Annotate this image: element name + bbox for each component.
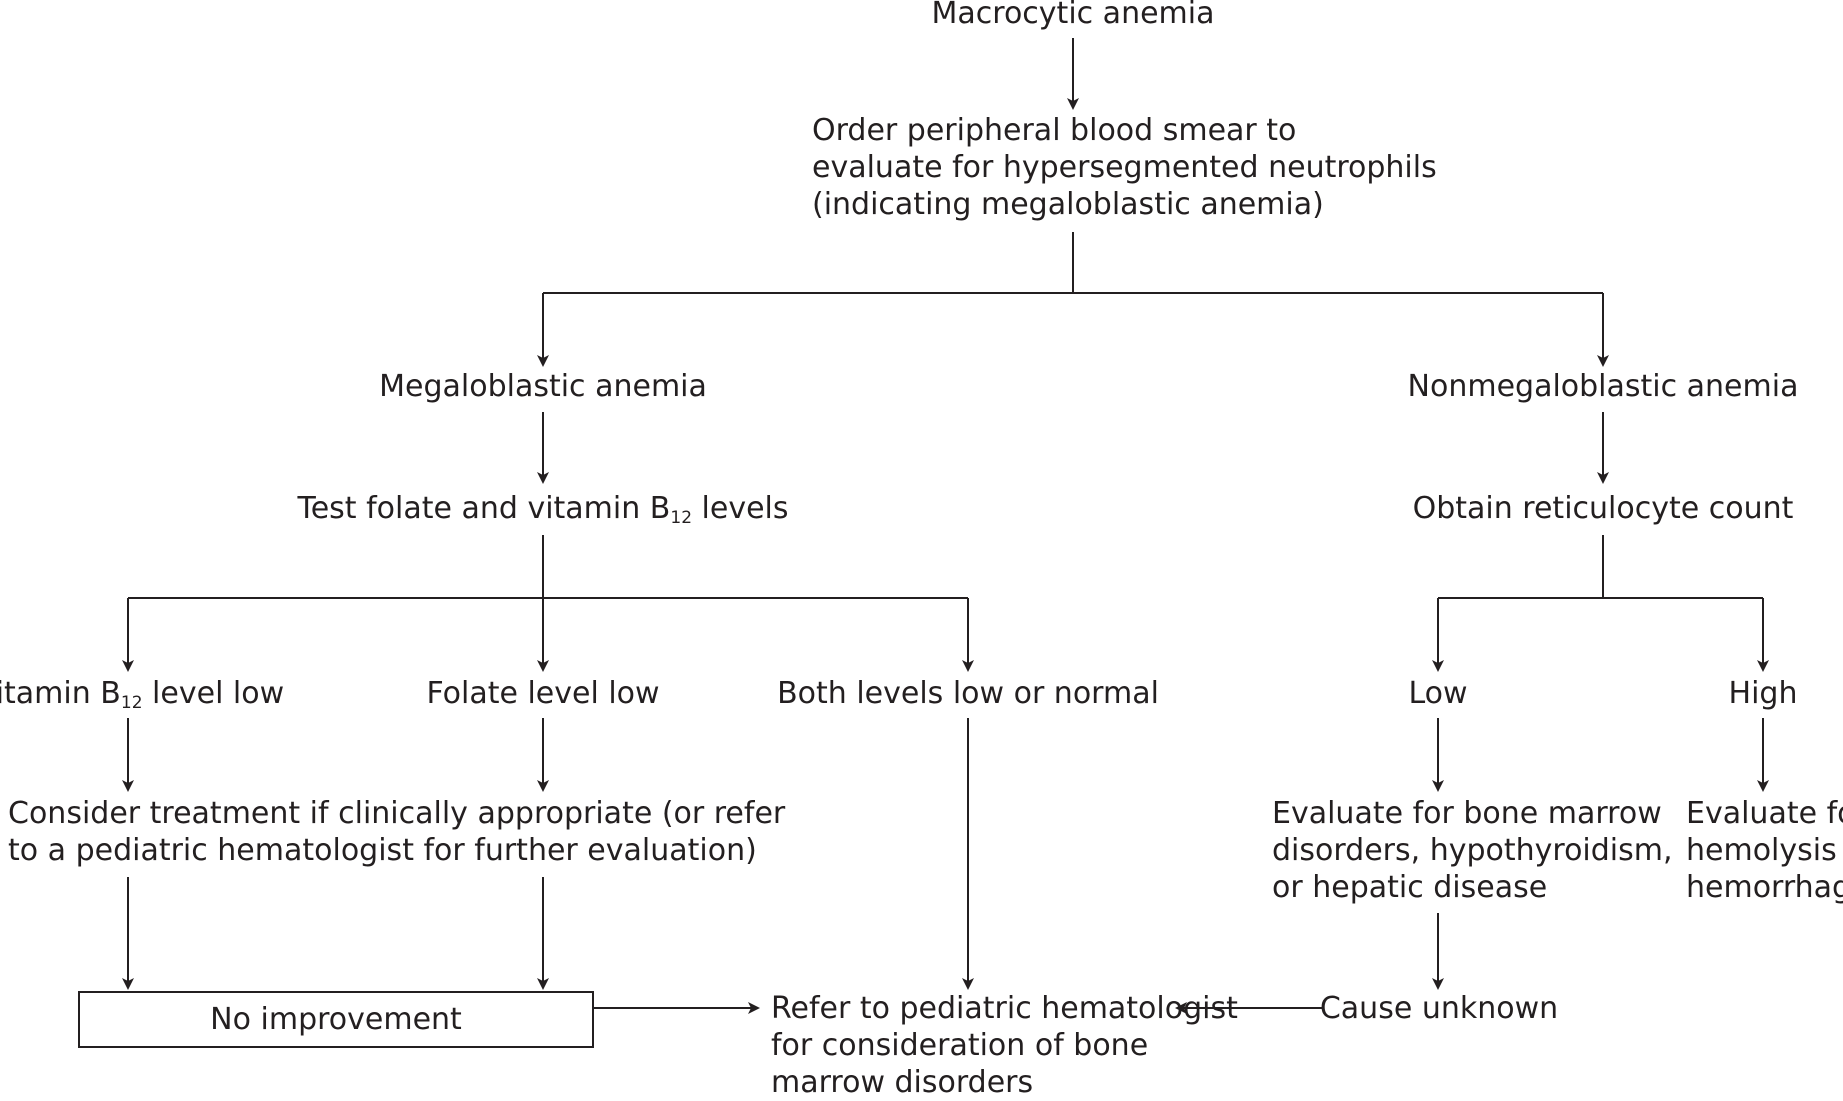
node-megaloblastic-anemia: Megaloblastic anemia <box>379 368 707 405</box>
node-both-levels: Both levels low or normal <box>777 675 1159 712</box>
node-refer-hematologist: Refer to pediatric hematologist for cons… <box>771 990 1238 1101</box>
node-consider-treatment-line-1: Consider treatment if clinically appropr… <box>8 796 786 831</box>
node-test-folate-b12-subscript: 12 <box>670 508 693 528</box>
node-peripheral-smear-line-3: (indicating megaloblastic anemia) <box>812 187 1324 222</box>
node-folate-level-low: Folate level low <box>426 675 659 712</box>
node-evaluate-hemolysis-line-2: hemolysis or <box>1686 833 1843 868</box>
node-evaluate-hemolysis: Evaluate for hemolysis or hemorrhage <box>1686 795 1843 906</box>
node-reticulocyte-count: Obtain reticulocyte count <box>1413 490 1794 527</box>
node-consider-treatment-line-2: to a pediatric hematologist for further … <box>8 833 757 868</box>
node-consider-treatment: Consider treatment if clinically appropr… <box>8 795 785 869</box>
node-evaluate-marrow: Evaluate for bone marrow disorders, hypo… <box>1272 795 1673 906</box>
node-cause-unknown-label: Cause unknown <box>1319 991 1559 1026</box>
node-peripheral-smear-line-1: Order peripheral blood smear to <box>812 113 1297 148</box>
node-no-improvement-label: No improvement <box>210 1002 462 1037</box>
node-evaluate-hemolysis-line-1: Evaluate for <box>1686 796 1843 831</box>
node-evaluate-marrow-line-2: disorders, hypothyroidism, <box>1272 833 1673 868</box>
node-no-improvement-box: No improvement <box>78 991 594 1048</box>
node-refer-hematologist-line-3: marrow disorders <box>771 1065 1034 1100</box>
node-refer-hematologist-line-1: Refer to pediatric hematologist <box>771 991 1238 1026</box>
node-reticulocyte-low: Low <box>1408 675 1467 712</box>
node-megaloblastic-anemia-label: Megaloblastic anemia <box>379 369 707 404</box>
node-nonmegaloblastic-anemia-label: Nonmegaloblastic anemia <box>1407 369 1799 404</box>
node-evaluate-hemolysis-line-3: hemorrhage <box>1686 870 1843 905</box>
node-reticulocyte-high-label: High <box>1728 676 1798 711</box>
node-cause-unknown: Cause unknown <box>1320 990 1558 1027</box>
node-b12-level-low-text: Vitamin B <box>0 676 121 711</box>
node-macrocytic-anemia: Macrocytic anemia <box>932 0 1215 32</box>
node-reticulocyte-count-label: Obtain reticulocyte count <box>1412 491 1794 526</box>
node-peripheral-smear-line-2: evaluate for hypersegmented neutrophils <box>812 150 1437 185</box>
node-b12-level-low-suffix: level low <box>142 676 285 711</box>
node-test-folate-b12-text: Test folate and vitamin B <box>297 491 671 526</box>
node-reticulocyte-high: High <box>1729 675 1798 712</box>
node-reticulocyte-low-label: Low <box>1408 676 1468 711</box>
node-both-levels-label: Both levels low or normal <box>777 676 1159 711</box>
node-peripheral-smear: Order peripheral blood smear to evaluate… <box>812 112 1437 223</box>
node-test-folate-b12-suffix: levels <box>692 491 789 526</box>
node-refer-hematologist-line-2: for consideration of bone <box>771 1028 1149 1063</box>
node-evaluate-marrow-line-1: Evaluate for bone marrow <box>1272 796 1662 831</box>
node-folate-level-low-label: Folate level low <box>426 676 660 711</box>
node-b12-level-low: Vitamin B12 level low <box>0 675 284 712</box>
node-test-folate-b12: Test folate and vitamin B12 levels <box>297 490 788 527</box>
node-evaluate-marrow-line-3: or hepatic disease <box>1272 870 1548 905</box>
node-b12-level-low-subscript: 12 <box>120 693 143 713</box>
node-nonmegaloblastic-anemia: Nonmegaloblastic anemia <box>1408 368 1799 405</box>
node-macrocytic-anemia-label: Macrocytic anemia <box>931 0 1215 31</box>
